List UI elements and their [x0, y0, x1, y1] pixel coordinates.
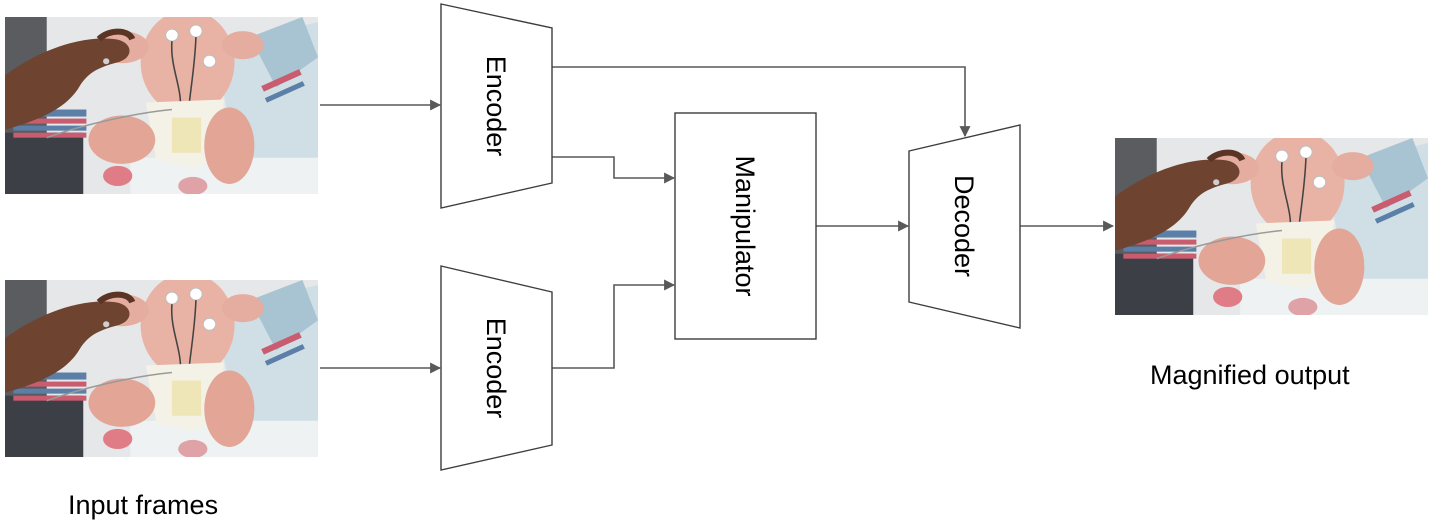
input-frame-1-image	[5, 10, 318, 195]
encoder-top-block: Encoder	[440, 3, 553, 209]
encoder-bottom-label: Encoder	[481, 318, 511, 419]
output-caption: Magnified output	[1150, 360, 1350, 390]
output-frame-image	[1115, 131, 1428, 316]
edge-encoder-top-to-decoder	[552, 66, 971, 138]
manipulator-block: Manipulator	[674, 112, 817, 340]
edge-encoder-top-to-manipulator	[552, 156, 676, 184]
edge-encoder-bottom-to-manipulator	[552, 279, 676, 369]
input-caption: Input frames	[68, 490, 219, 520]
encoder-bottom-block: Encoder	[440, 265, 553, 471]
input-frame-2-image	[5, 273, 318, 458]
manipulator-label: Manipulator	[730, 155, 760, 296]
decoder-block: Decoder	[908, 124, 1021, 329]
decoder-label: Decoder	[949, 175, 979, 277]
encoder-top-label: Encoder	[481, 56, 511, 157]
